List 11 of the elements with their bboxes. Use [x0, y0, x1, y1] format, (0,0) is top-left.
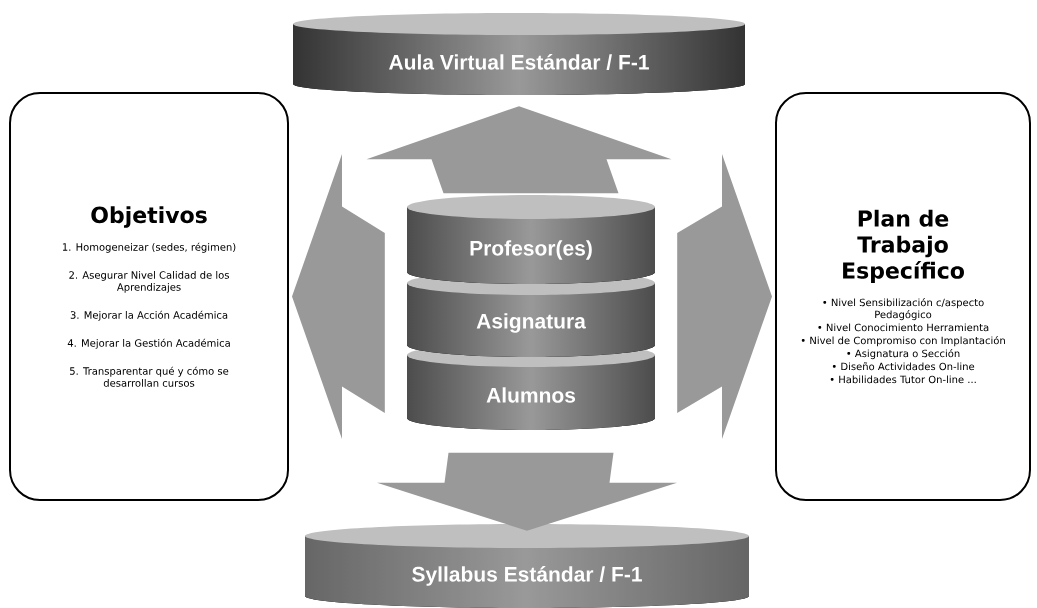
block-arrow	[292, 154, 385, 439]
cylinder: Syllabus Estándar / F-1	[305, 524, 749, 608]
block-arrow	[377, 452, 677, 531]
cylinder: Aula Virtual Estándar / F-1	[293, 13, 745, 95]
rounded-box: Plan de Trabajo Específico • Nivel Sensibilización c/aspecto Pedagógico • Nivel Conocimiento Herramienta • Nivel de Compromiso con Implantación • Asignatura o Sección • Diseño Actividades On-line • Habilidades Tutor On-line ...	[775, 92, 1031, 501]
block-arrow	[366, 106, 672, 194]
cylinder: Asignatura	[407, 271, 655, 357]
block-arrow	[677, 154, 772, 439]
cylinder: Profesor(es)	[407, 195, 655, 284]
cylinder: Alumnos	[407, 343, 655, 430]
rounded-box: Objetivos 1. Homogeneizar (sedes, régimen) 2. Asegurar Nivel Calidad de los Aprendizajes 3. Mejorar la Acción Académica 4. Mejorar la Gestión Académica 5. Transparentar qué y cómo se desarrollan cursos	[9, 92, 289, 501]
